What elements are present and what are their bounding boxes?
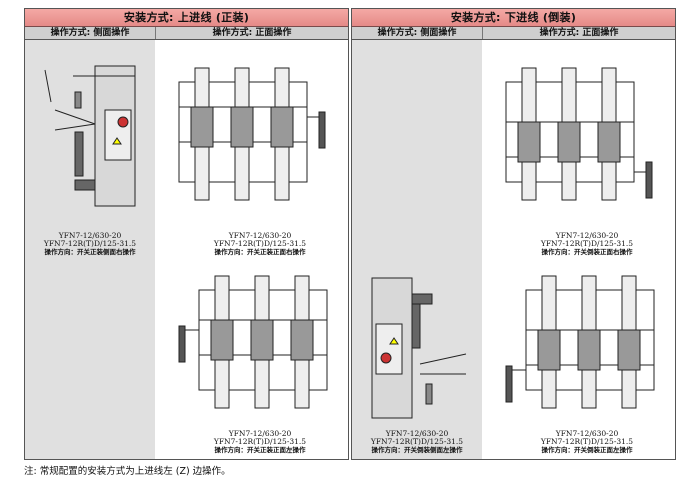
side-operation-header: 操作方式: 侧面操作 <box>25 27 156 39</box>
front-operation-header: 操作方式: 正面操作 <box>483 27 675 39</box>
model-number-fused: YFN7-12R(T)D/125-31.5 <box>370 437 464 446</box>
operation-direction: 操作方向：开关正装侧面右操作 <box>44 248 136 256</box>
operation-direction: 操作方向：开关倒装侧面左操作 <box>371 446 463 454</box>
front-view-switch-diagram <box>505 275 655 409</box>
model-number: YFN7-12/630-20 <box>555 429 619 438</box>
model-number-fused: YFN7-12R(T)D/125-31.5 <box>213 437 307 446</box>
model-number: YFN7-12/630-20 <box>385 429 449 438</box>
side-operation-header: 操作方式: 侧面操作 <box>352 27 483 39</box>
panel-title: 安装方式: 下进线 (倒装) <box>352 9 675 27</box>
figure-caption: YFN7-12/630-20 YFN7-12R(T)D/125-31.5 操作方… <box>502 231 672 257</box>
figure-caption: YFN7-12/630-20 YFN7-12R(T)D/125-31.5 操作方… <box>5 231 175 257</box>
front-operation-header: 操作方式: 正面操作 <box>156 27 348 39</box>
figure-caption: YFN7-12/630-20 YFN7-12R(T)D/125-31.5 操作方… <box>502 429 672 455</box>
front-view-switch-diagram <box>505 67 653 201</box>
side-view-switch-diagram <box>371 277 467 419</box>
operation-direction: 操作方向：开关倒装正面右操作 <box>541 248 633 256</box>
operation-header-row: 操作方式: 侧面操作 操作方式: 正面操作 <box>25 27 348 40</box>
model-number-fused: YFN7-12R(T)D/125-31.5 <box>213 239 307 248</box>
operation-header-row: 操作方式: 侧面操作 操作方式: 正面操作 <box>352 27 675 40</box>
model-number-fused: YFN7-12R(T)D/125-31.5 <box>540 437 634 446</box>
operation-direction: 操作方向：开关倒装正面左操作 <box>541 446 633 454</box>
model-number: YFN7-12/630-20 <box>228 429 292 438</box>
front-view-switch-diagram <box>178 275 328 409</box>
footnote: 注: 常规配置的安装方式为上进线左 (Z) 边操作。 <box>24 466 231 477</box>
lower-inlet-panel: 安装方式: 下进线 (倒装) 操作方式: 侧面操作 操作方式: 正面操作 <box>351 8 676 460</box>
figure-caption: YFN7-12/630-20 YFN7-12R(T)D/125-31.5 操作方… <box>175 429 345 455</box>
front-view-switch-diagram <box>178 67 326 201</box>
figure-caption: YFN7-12/630-20 YFN7-12R(T)D/125-31.5 操作方… <box>175 231 345 257</box>
operation-direction: 操作方向：开关正装正面左操作 <box>214 446 306 454</box>
model-number: YFN7-12/630-20 <box>555 231 619 240</box>
side-view-switch-diagram <box>44 65 136 207</box>
model-number: YFN7-12/630-20 <box>228 231 292 240</box>
front-operation-column <box>483 40 675 459</box>
model-number-fused: YFN7-12R(T)D/125-31.5 <box>43 239 137 248</box>
figure-caption: YFN7-12/630-20 YFN7-12R(T)D/125-31.5 操作方… <box>332 429 502 455</box>
panel-title: 安装方式: 上进线 (正装) <box>25 9 348 27</box>
model-number: YFN7-12/630-20 <box>58 231 122 240</box>
operation-direction: 操作方向：开关正装正面右操作 <box>214 248 306 256</box>
model-number-fused: YFN7-12R(T)D/125-31.5 <box>540 239 634 248</box>
upper-inlet-panel: 安装方式: 上进线 (正装) 操作方式: 侧面操作 操作方式: 正面操作 <box>24 8 349 460</box>
